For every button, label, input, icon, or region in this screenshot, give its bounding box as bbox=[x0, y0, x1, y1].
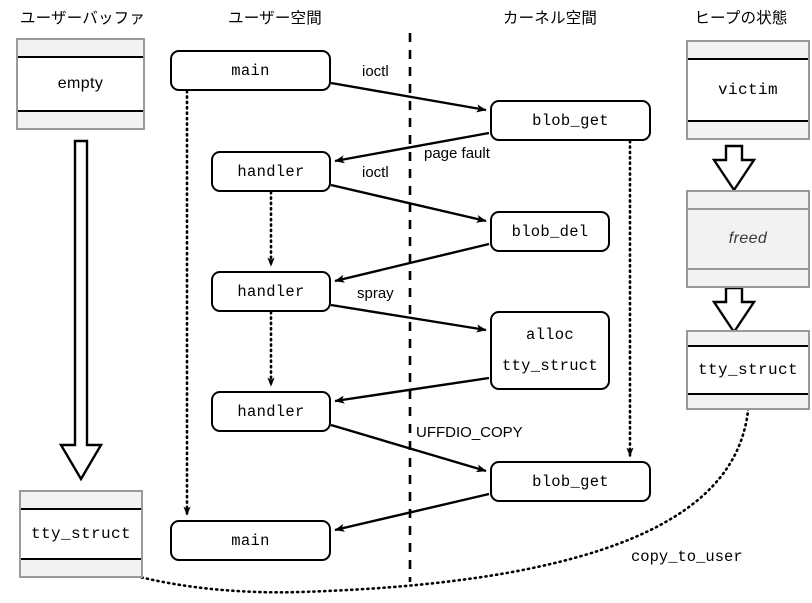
user-buffer-slot-empty: empty bbox=[16, 38, 145, 130]
slot-pad-bottom bbox=[21, 560, 141, 576]
process-label: main bbox=[231, 531, 270, 550]
edge-blob-get-to-handler-1 bbox=[334, 131, 490, 164]
edge-label-spray: spray bbox=[357, 285, 394, 302]
edge-handler-3-to-blob-get-bottom bbox=[330, 423, 487, 473]
process-label: handler bbox=[237, 162, 305, 181]
process-box-handler-1: handler bbox=[211, 151, 331, 192]
process-box-blob-get-top: blob_get bbox=[490, 100, 651, 141]
process-label: handler bbox=[237, 282, 305, 301]
process-box-main-top: main bbox=[170, 50, 331, 91]
user-buffer-slot-tty-struct: tty_struct bbox=[19, 490, 143, 578]
slot-pad-bottom bbox=[688, 270, 808, 286]
process-label: handler bbox=[237, 402, 305, 421]
column-header-user-space: ユーザー空間 bbox=[228, 10, 322, 27]
process-box-blob-get-bottom: blob_get bbox=[490, 461, 651, 502]
process-box-alloc-tty-struct: alloc tty_struct bbox=[490, 311, 610, 390]
heap-victim-label: victim bbox=[688, 58, 808, 122]
slot-pad-bottom bbox=[688, 395, 808, 408]
slot-pad-bottom bbox=[688, 122, 808, 138]
edge-label-uffdio-copy: UFFDIO_COPY bbox=[416, 424, 523, 441]
user-buffer-tty-struct-label: tty_struct bbox=[21, 508, 141, 560]
edge-label-ioctl-2: ioctl bbox=[362, 164, 389, 181]
column-header-heap-state: ヒープの状態 bbox=[694, 10, 788, 27]
user-buffer-empty-label: empty bbox=[18, 56, 143, 112]
edge-label-page-fault: page fault bbox=[424, 145, 490, 162]
edge-blob-get-bottom-to-main bbox=[334, 492, 490, 532]
edge-blob-del-to-handler-2 bbox=[334, 242, 490, 283]
process-box-handler-2: handler bbox=[211, 271, 331, 312]
process-label: blob_get bbox=[532, 472, 609, 491]
slot-pad-top bbox=[688, 192, 808, 208]
slot-pad-top bbox=[18, 40, 143, 56]
process-label: blob_del bbox=[511, 222, 589, 241]
edge-label-ioctl-1: ioctl bbox=[362, 63, 389, 80]
edge-handler-1-to-blob-del bbox=[330, 183, 487, 223]
column-header-kernel-space: カーネル空間 bbox=[502, 10, 598, 27]
column-header-user-buffer: ユーザーバッファ bbox=[19, 10, 146, 27]
slot-pad-bottom bbox=[18, 112, 143, 128]
process-label: blob_get bbox=[532, 111, 609, 130]
process-box-blob-del: blob_del bbox=[490, 211, 610, 252]
slot-pad-top bbox=[21, 492, 141, 508]
process-label: alloc bbox=[525, 326, 574, 344]
heap-slot-victim: victim bbox=[686, 40, 810, 140]
edge-alloc-to-handler-3 bbox=[334, 376, 490, 404]
slot-pad-top bbox=[688, 42, 808, 58]
heap-tty-struct-label: tty_struct bbox=[688, 345, 808, 395]
edge-main-to-blob-get bbox=[330, 81, 487, 113]
user-buffer-progress-arrow bbox=[58, 139, 104, 482]
process-label-secondary: tty_struct bbox=[501, 357, 598, 375]
heap-slot-tty-struct: tty_struct bbox=[686, 330, 810, 410]
heap-transition-arrow-1 bbox=[711, 144, 757, 193]
edge-copy-to-user-curve bbox=[100, 390, 751, 594]
process-label: main bbox=[231, 61, 270, 80]
slot-pad-top bbox=[688, 332, 808, 345]
process-box-main-bottom: main bbox=[170, 520, 331, 561]
process-box-handler-3: handler bbox=[211, 391, 331, 432]
edge-label-copy-to-user: copy_to_user bbox=[631, 548, 743, 566]
heap-slot-freed: freed bbox=[686, 190, 810, 288]
heap-transition-arrow-2 bbox=[711, 286, 757, 335]
edge-handler-2-to-alloc bbox=[330, 303, 487, 333]
heap-freed-label: freed bbox=[688, 208, 808, 270]
